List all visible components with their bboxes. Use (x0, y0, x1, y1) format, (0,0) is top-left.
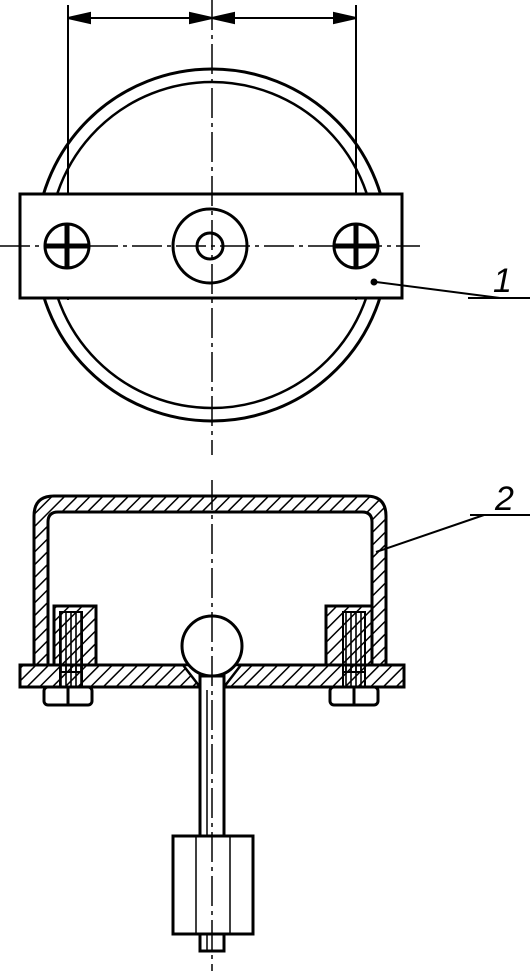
leader-line-2 (375, 514, 485, 553)
left-screw-head-icon (42, 685, 94, 707)
callout-label-1: 1 (493, 262, 512, 300)
section-view (18, 480, 530, 971)
top-view (0, 0, 530, 455)
leader-line-1 (375, 281, 501, 299)
weight-block (171, 834, 255, 936)
right-screw-head-icon (328, 685, 380, 707)
callout-label-2: 2 (494, 480, 514, 518)
